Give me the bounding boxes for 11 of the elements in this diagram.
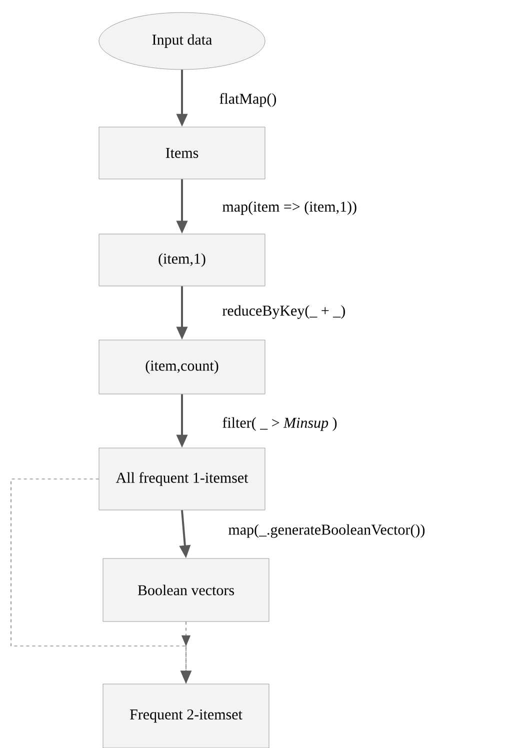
- process-box: (item,count): [98, 340, 266, 394]
- edge-label: reduceByKey(_ + _): [222, 305, 345, 319]
- edge-label: map(_.generateBooleanVector()): [228, 524, 425, 538]
- process-box: Items: [98, 126, 266, 180]
- process-box: (item,1): [98, 234, 266, 286]
- process-box: All frequent 1-itemset: [98, 448, 266, 510]
- edge-label: map(item => (item,1)): [222, 201, 356, 215]
- process-box: Boolean vectors: [102, 558, 270, 622]
- edge-label: filter( _ > Minsup ): [222, 417, 337, 431]
- process-box: Frequent 2-itemset: [102, 684, 270, 748]
- edge-label: flatMap(): [220, 93, 276, 107]
